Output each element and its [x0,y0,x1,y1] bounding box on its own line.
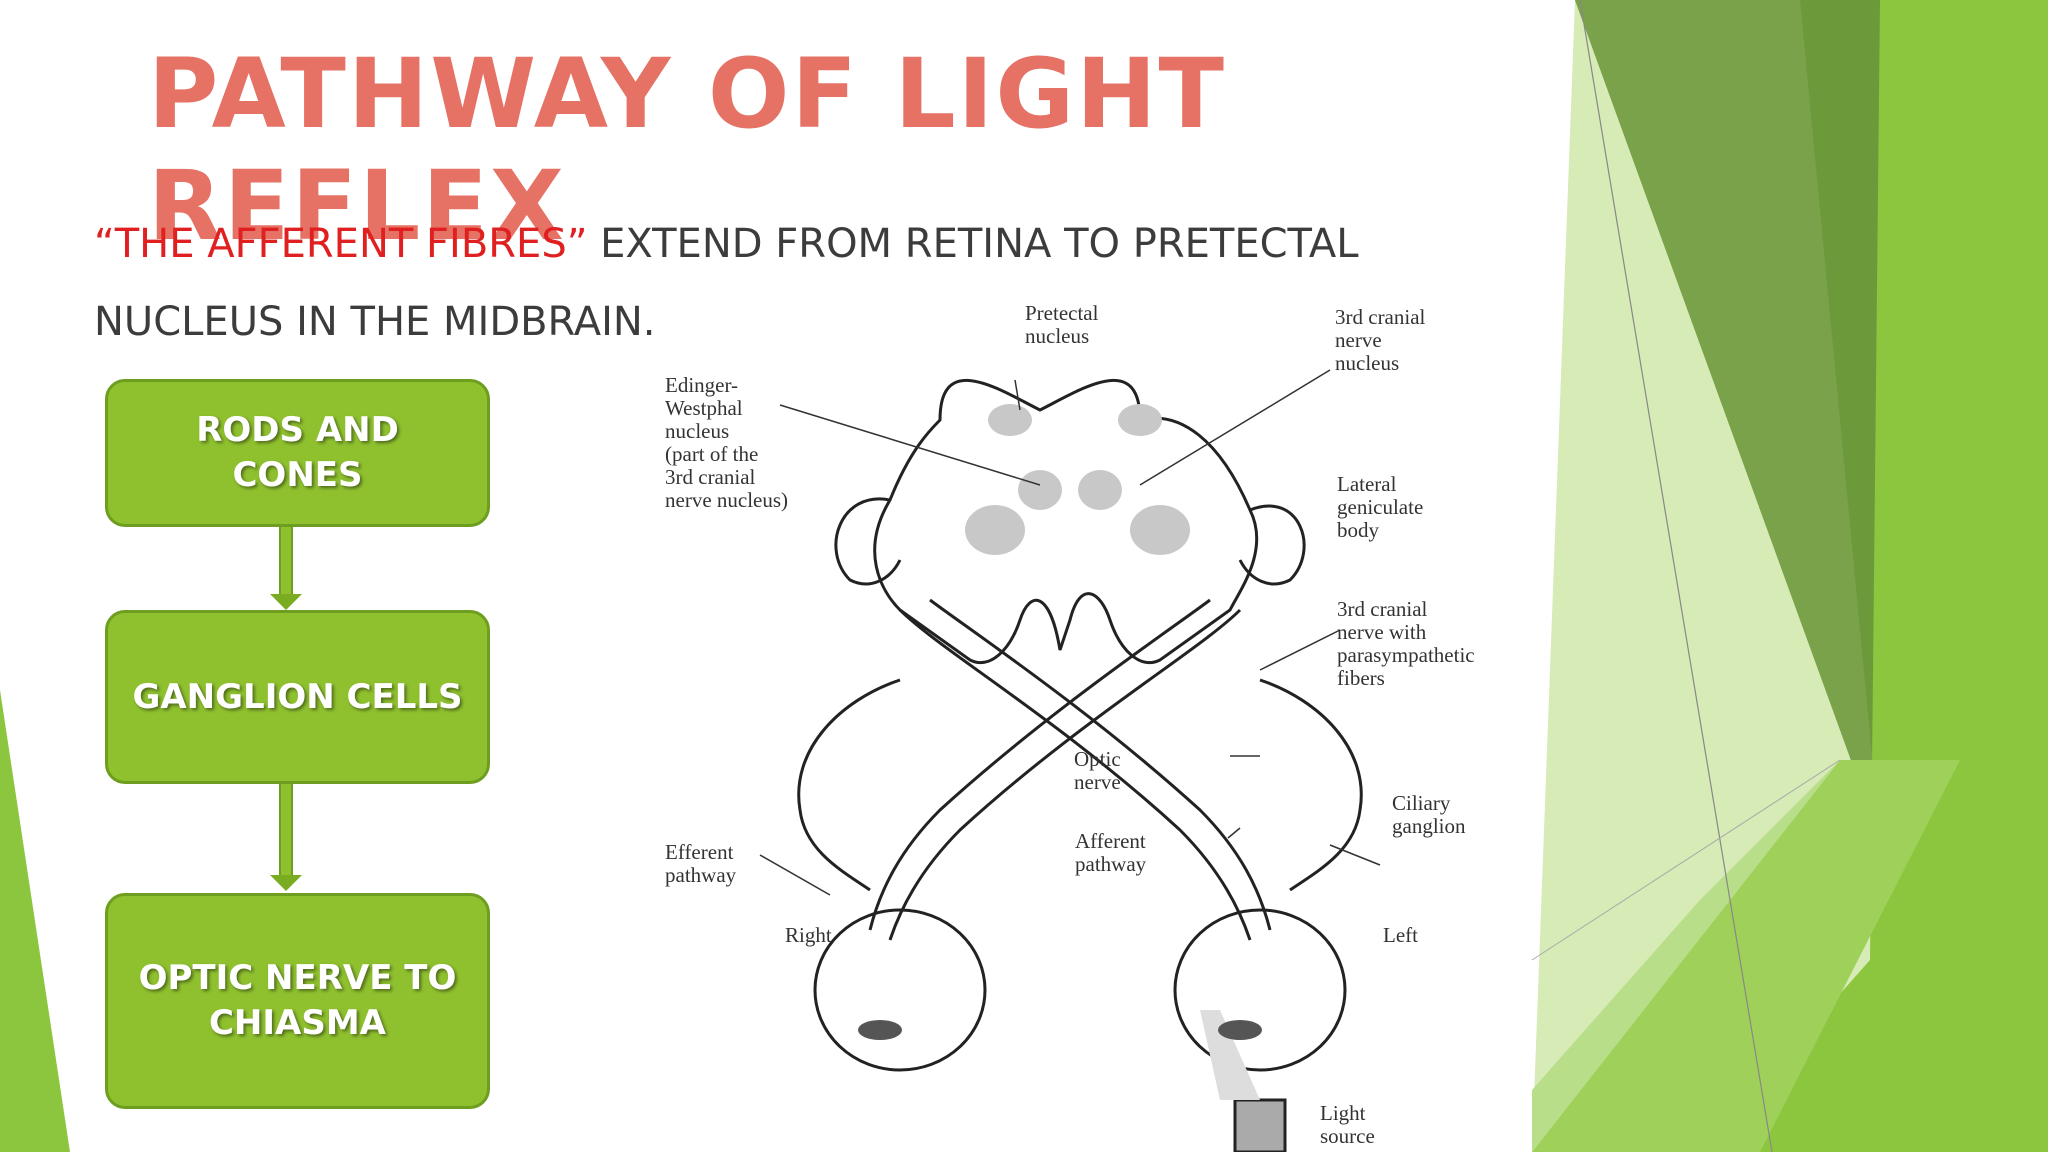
right-eye [813,908,987,1072]
leader-line [1259,629,1341,671]
flow-box-rods-cones: RODS AND CONES [105,379,490,527]
label-efferent-pathway: Efferent pathway [665,840,737,887]
label-light-source: Light source [1320,1101,1375,1148]
flow-arrow [279,527,293,596]
label-optic-nerve: Optic nerve [1074,747,1121,794]
leader-line [779,404,1041,486]
slide-subtitle: “THE AFFERENT FIBRES” EXTEND FROM RETINA… [94,205,1544,361]
right-olive-shape [1575,0,1880,840]
flow-arrow [279,784,293,877]
light-reflex-diagram: Pretectal nucleus Edinger- Westphal nucl… [640,290,1540,1152]
left-pupil [1218,1020,1262,1040]
flow-arrow-head [270,594,302,610]
leader-line [759,854,831,896]
right-green-shape [1700,0,2048,1152]
optic-tract-left [868,598,1211,931]
right-bottom-light [1532,760,1840,1152]
leader-line [1227,827,1241,839]
label-right-eye: Right [785,923,832,947]
light-source-lamp [1233,1098,1287,1152]
label-ciliary-ganglion: Ciliary ganglion [1392,791,1466,838]
leader-line [1329,844,1381,866]
geniculate-right [965,505,1025,555]
slide-title: PATHWAY OF LIGHT REFLEX [148,38,1226,262]
efferent-loop-right [797,678,901,892]
efferent-loop-left [1259,678,1363,892]
background-line [1531,759,1841,961]
right-lateral-lobe [1238,504,1306,586]
background-line [1579,0,1773,1152]
flow-box-optic-nerve: OPTIC NERVE TO CHIASMA [105,893,490,1109]
leader-line [1014,379,1021,411]
diagram-drawing [759,369,1381,1152]
optic-tract-left-inner [888,608,1242,941]
light-beam [1200,1010,1260,1100]
optic-tract-right [929,598,1272,931]
geniculate-left [1130,505,1190,555]
left-eye [1173,908,1347,1072]
ew-nucleus-left [1078,470,1122,510]
flow-arrow-head [270,875,302,891]
right-pupil [858,1020,902,1040]
left-green-triangle [0,690,70,1152]
left-lateral-lobe [834,497,902,586]
right-bottom-shape [1532,760,1960,1152]
ew-nucleus-right [1018,470,1062,510]
optic-tract-right-inner [898,608,1252,941]
subtitle-rest: EXTEND FROM RETINA TO PRETECTAL NUCLEUS … [94,221,1359,345]
label-left-eye: Left [1383,923,1418,947]
leader-line [1139,369,1331,486]
label-edinger-westphal: Edinger- Westphal nucleus (part of the 3… [665,373,789,512]
midbrain-outline [873,378,1259,665]
flow-box-ganglion-cells: GANGLION CELLS [105,610,490,784]
pretectal-nucleus-left [1118,404,1162,436]
label-lateral-geniculate: Lateral geniculate body [1337,472,1424,542]
label-pretectal-nucleus: Pretectal nucleus [1025,301,1099,348]
label-afferent-pathway: Afferent pathway [1075,829,1147,876]
label-third-cranial-nucleus: 3rd cranial nerve nucleus [1335,305,1426,375]
pretectal-nucleus-right [988,404,1032,436]
label-third-cranial-nerve: 3rd cranial nerve with parasympathetic f… [1337,597,1475,690]
subtitle-quote: “THE AFFERENT FIBRES” [94,221,588,267]
